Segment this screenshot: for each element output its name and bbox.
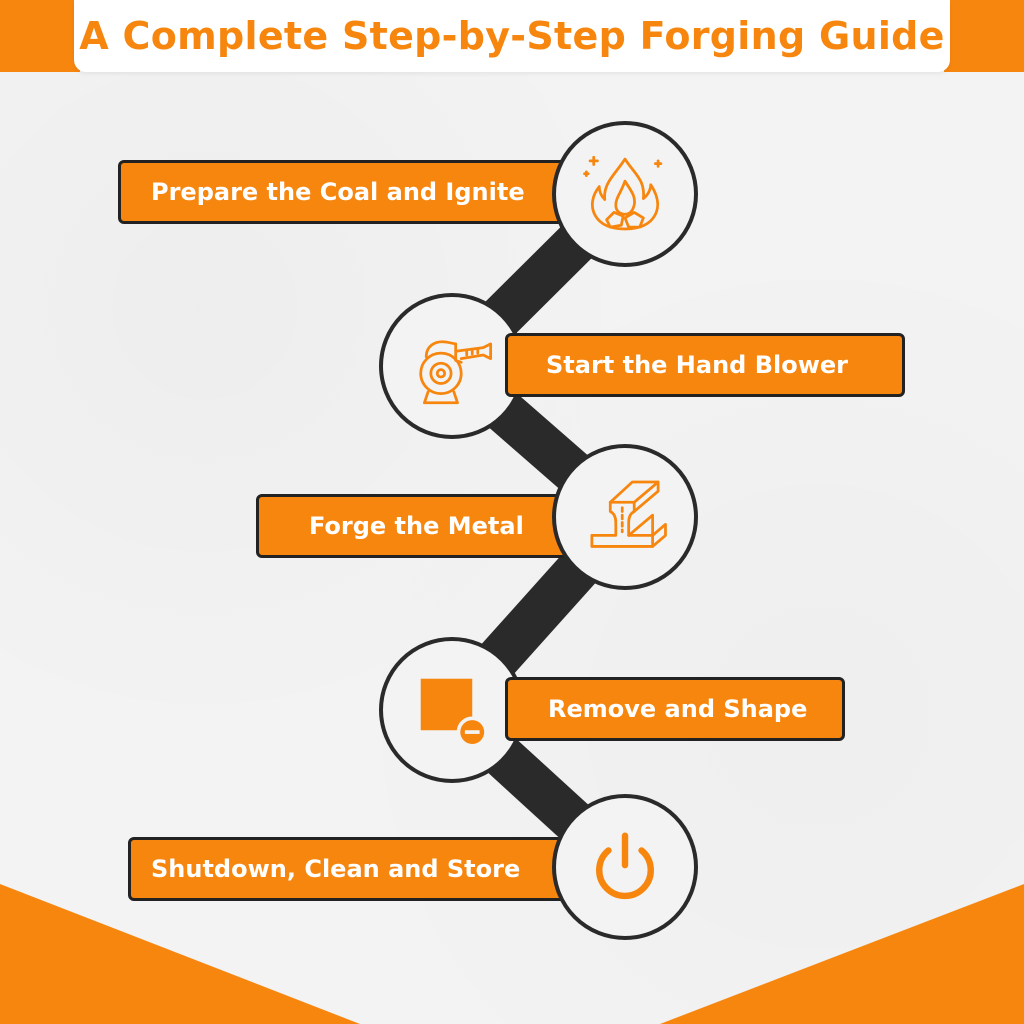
steel-beam-icon xyxy=(590,480,667,548)
header-band-left xyxy=(0,0,80,72)
step-1-circle xyxy=(552,121,698,267)
step-2-circle xyxy=(379,293,525,439)
power-icon xyxy=(596,832,654,900)
title-banner: A Complete Step-by-Step Forging Guide xyxy=(74,0,950,72)
page-title: A Complete Step-by-Step Forging Guide xyxy=(79,14,945,58)
remove-square-icon xyxy=(420,678,488,748)
step-4-label-box: Remove and Shape xyxy=(505,677,845,741)
blower-icon xyxy=(419,340,493,405)
step-1-label-box: Prepare the Coal and Ignite xyxy=(118,160,578,224)
step-3-circle xyxy=(552,444,698,590)
step-4-label: Remove and Shape xyxy=(548,695,808,723)
step-3-label: Forge the Metal xyxy=(309,512,524,540)
step-1-label: Prepare the Coal and Ignite xyxy=(151,178,525,206)
step-2-label: Start the Hand Blower xyxy=(546,351,849,379)
step-3-label-box: Forge the Metal xyxy=(256,494,578,558)
step-5-label: Shutdown, Clean and Store xyxy=(151,855,521,883)
fire-icon xyxy=(583,155,663,231)
header-band-right xyxy=(944,0,1024,72)
step-2-label-box: Start the Hand Blower xyxy=(505,333,905,397)
step-4-circle xyxy=(379,637,525,783)
step-5-circle xyxy=(552,794,698,940)
bottom-wedge xyxy=(0,884,1024,1024)
step-5-label-box: Shutdown, Clean and Store xyxy=(128,837,578,901)
